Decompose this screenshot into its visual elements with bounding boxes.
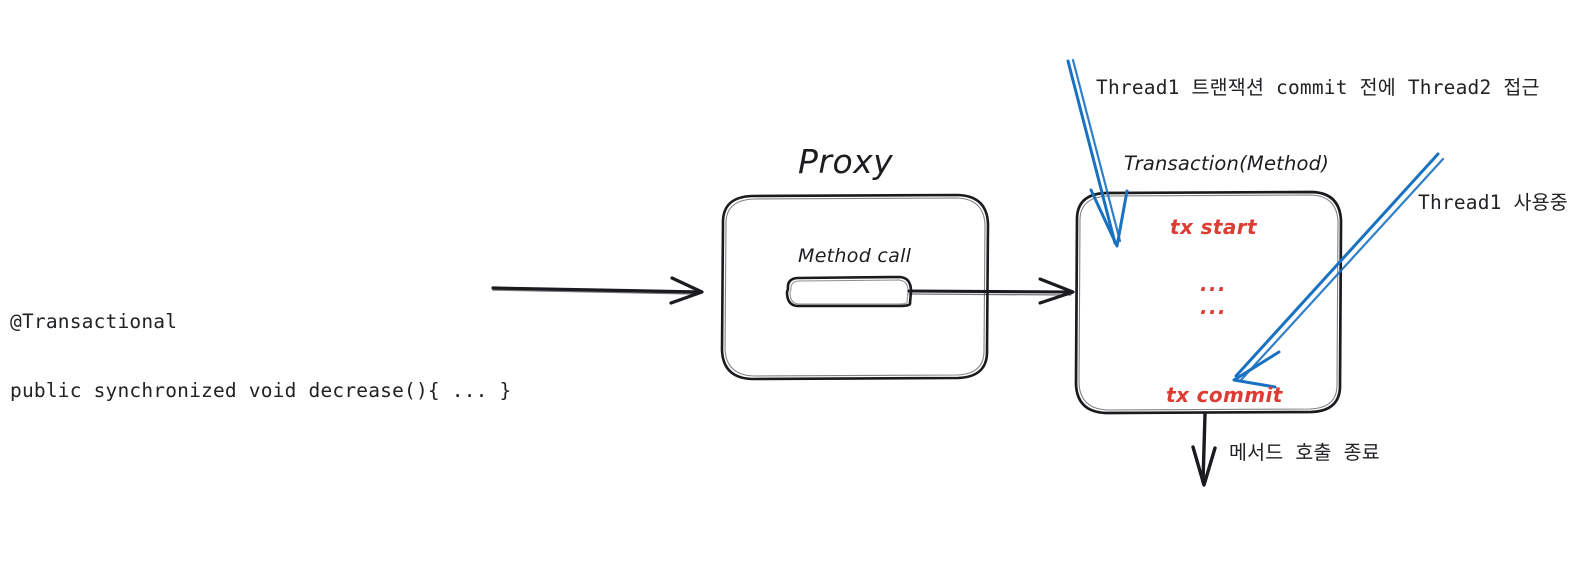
annotation-thread2-access: Thread1 트랜잭션 commit 전에 Thread2 접근 [1096,76,1540,99]
arrow-method-call-end [1191,412,1217,487]
tx-commit-label: tx commit [1166,383,1283,407]
code-line-annotation: @Transactional [10,310,178,333]
tx-ellipsis-second: ... [1200,295,1227,319]
method-call-box [785,275,913,308]
transaction-box [1074,190,1343,415]
arrow-code-to-proxy [491,276,704,305]
proxy-title: Proxy [798,142,894,181]
proxy-box [720,193,990,381]
blue-arrow-thread1-inuse [1232,152,1445,389]
tx-start-label: tx start [1170,215,1258,239]
annotation-method-call-end: 메서드 호출 종료 [1229,441,1380,464]
annotation-thread1-inuse: Thread1 사용중 [1418,191,1568,214]
blue-arrow-thread2-access [1066,58,1129,248]
method-call-label: Method call [798,245,912,267]
code-snippet: @Transactional public synchronized void … [10,264,511,448]
code-line-method: public synchronized void decrease(){ ...… [10,379,512,402]
transaction-title: Transaction(Method) [1124,152,1330,175]
arrow-proxy-to-transaction [907,277,1075,305]
tx-ellipsis-first: ... [1200,272,1227,296]
